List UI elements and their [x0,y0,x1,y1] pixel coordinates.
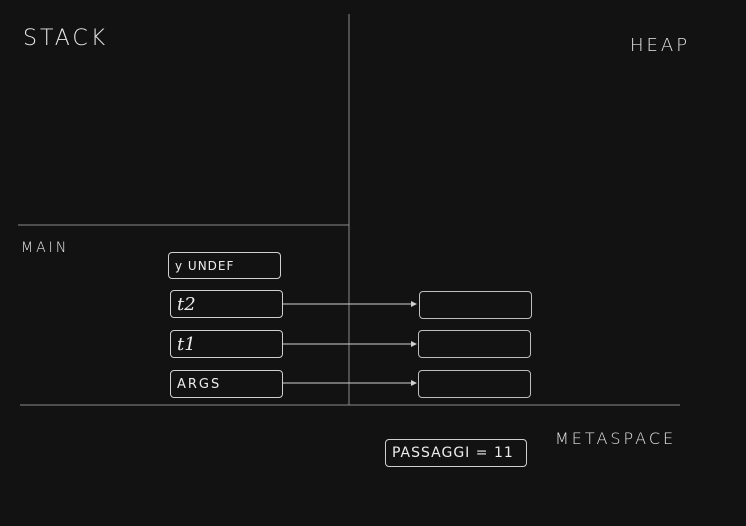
stack-var-t2: t2 [170,290,283,318]
heap-label: HEAP [630,35,691,56]
stack-label: STACK [23,26,109,51]
heap-object-t1 [418,330,531,358]
heap-object-args [418,370,531,398]
heap-object-t2 [419,291,532,319]
metaspace-passaggi: PASSAGGI = 11 [385,439,527,467]
stack-var-args: ARGS [170,370,283,398]
stack-var-t1-label: t1 [177,333,196,355]
stack-var-y-label: y UNDEF [175,258,235,273]
stack-var-y: y UNDEF [168,252,281,279]
metaspace-passaggi-label: PASSAGGI = 11 [392,445,514,461]
metaspace-label: METASPACE [555,429,677,448]
main-frame-label: MAIN [21,240,70,256]
stack-var-t1: t1 [170,330,283,358]
stack-var-args-label: ARGS [177,376,222,392]
stack-var-t2-label: t2 [177,293,196,315]
